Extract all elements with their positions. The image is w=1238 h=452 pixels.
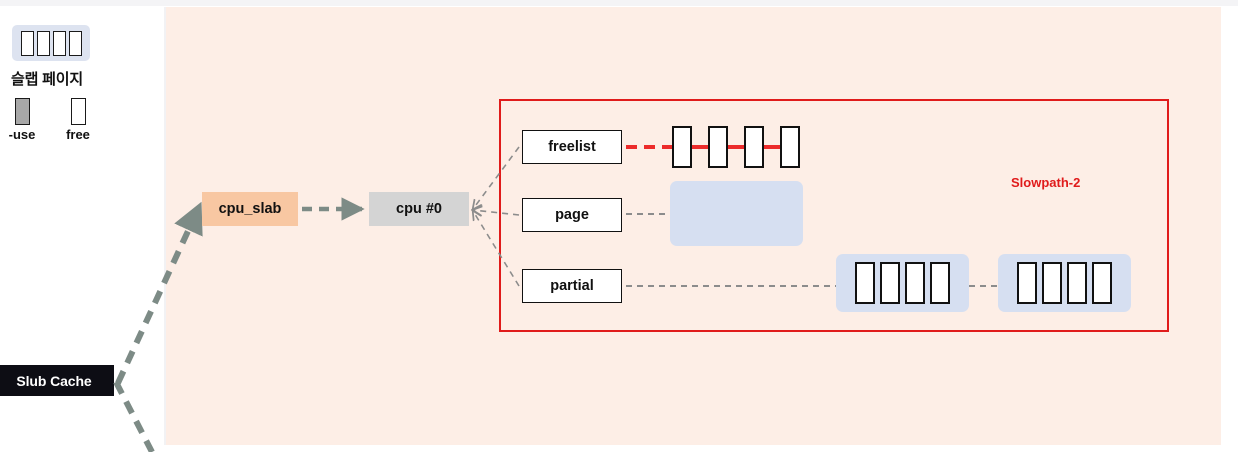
slab-object-icon: [68, 30, 82, 56]
node-freelist[interactable]: freelist: [522, 130, 622, 164]
free-swatch-icon: [70, 98, 86, 125]
slab-object: [1067, 262, 1087, 304]
partial-slab-group-1: [836, 254, 969, 312]
slab-object: [880, 262, 900, 304]
legend-swatch-row: -use free: [0, 98, 142, 143]
legend-item-free: free: [48, 98, 108, 142]
page-top-strip: [0, 0, 1238, 6]
slab-object-icon: [20, 30, 34, 56]
freelist-object: [780, 126, 800, 168]
legend-slab-page-sample: [12, 25, 90, 61]
slab-object: [905, 262, 925, 304]
legend-slab-page-title: 슬랩 페이지: [11, 71, 83, 88]
page-slab-block: [670, 181, 803, 246]
slab-object-icon: [52, 30, 66, 56]
freelist-link-icon: [764, 145, 780, 149]
slab-object: [855, 262, 875, 304]
node-cpu-slab[interactable]: cpu_slab: [202, 192, 298, 226]
legend-label-in-use: -use: [8, 127, 36, 142]
legend-label-free: free: [66, 127, 90, 142]
node-page[interactable]: page: [522, 198, 622, 232]
freelist-object: [744, 126, 764, 168]
panel-divider: [164, 7, 166, 445]
slab-object-icon: [36, 30, 50, 56]
in-use-swatch-icon: [14, 98, 30, 125]
slab-object: [1042, 262, 1062, 304]
slab-object: [1017, 262, 1037, 304]
freelist-object: [672, 126, 692, 168]
legend-item-in-use: -use: [0, 98, 52, 142]
freelist-object: [708, 126, 728, 168]
partial-slab-group-2: [998, 254, 1131, 312]
slowpath-2-label: Slowpath-2: [1011, 175, 1081, 190]
node-slub-cache[interactable]: Slub Cache: [0, 365, 114, 396]
freelist-object-chain: [672, 123, 800, 171]
freelist-link-icon: [728, 145, 744, 149]
node-cpu-0[interactable]: cpu #0: [369, 192, 469, 226]
slab-object: [1092, 262, 1112, 304]
freelist-link-icon: [692, 145, 708, 149]
slab-object: [930, 262, 950, 304]
node-partial[interactable]: partial: [522, 269, 622, 303]
